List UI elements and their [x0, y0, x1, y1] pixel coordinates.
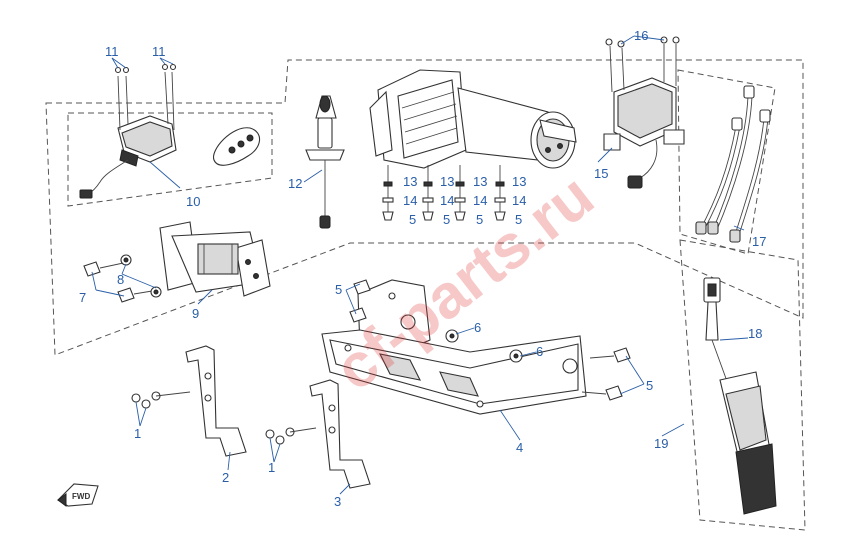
- forward-direction-icon: FWD: [57, 483, 99, 507]
- callout-2: 2: [222, 470, 229, 485]
- callout-11b: 11: [152, 44, 166, 59]
- callout-5c: 5: [476, 212, 483, 227]
- callout-13d: 13: [512, 174, 526, 189]
- callout-5f: 5: [646, 378, 653, 393]
- callout-11a: 11: [105, 44, 119, 59]
- callout-9: 9: [192, 306, 199, 321]
- callout-8: 8: [117, 272, 124, 287]
- fastener-stack-2: [422, 165, 434, 221]
- cable-kit-outline: [677, 69, 776, 255]
- frame-bolts-right: [581, 347, 631, 401]
- bracket-bolts: [131, 391, 317, 445]
- winch-assembly: [369, 69, 577, 169]
- roller-fairlead: [159, 221, 271, 297]
- callout-14c: 14: [473, 193, 487, 208]
- callout-1a: 1: [134, 426, 141, 441]
- callout-13a: 13: [403, 174, 417, 189]
- fastener-stack-4: [494, 165, 506, 221]
- callout-14b: 14: [440, 193, 454, 208]
- callout-10: 10: [186, 194, 200, 209]
- remote-receiver: [79, 63, 177, 199]
- winch-kit-outline: [45, 59, 804, 356]
- fairlead-bolts: [83, 254, 162, 303]
- callout-17: 17: [752, 234, 766, 249]
- callout-5a: 5: [409, 212, 416, 227]
- remote-kit-outline: [67, 112, 273, 207]
- callout-16: 16: [634, 28, 648, 43]
- right-side-bracket: [309, 379, 371, 489]
- callout-15: 15: [594, 166, 608, 181]
- callout-13b: 13: [440, 174, 454, 189]
- callout-labels: 11 11 10 12 13 13 13 13 14 14 14 14 5 5 …: [79, 28, 766, 509]
- callout-18: 18: [748, 326, 762, 341]
- handlebar-winch-switch: [703, 277, 777, 515]
- leader-lines: [91, 35, 749, 495]
- callout-19: 19: [654, 436, 668, 451]
- callout-14a: 14: [403, 193, 417, 208]
- fastener-stack-1: [382, 165, 394, 221]
- callout-12: 12: [288, 176, 302, 191]
- callout-3: 3: [334, 494, 341, 509]
- callout-5b: 5: [443, 212, 450, 227]
- frame-washers: [445, 329, 523, 363]
- winch-contactor: [603, 36, 685, 189]
- callout-14d: 14: [512, 193, 526, 208]
- forward-label: FWD: [72, 492, 90, 501]
- callout-1b: 1: [268, 460, 275, 475]
- remote-key-fob: [213, 127, 261, 166]
- callout-6b: 6: [536, 344, 543, 359]
- callout-13c: 13: [473, 174, 487, 189]
- callout-5e: 5: [335, 282, 342, 297]
- winch-control-plug: [305, 95, 345, 229]
- winch-power-cables: [695, 85, 771, 243]
- left-side-bracket: [185, 345, 247, 457]
- callout-5d: 5: [515, 212, 522, 227]
- callout-7: 7: [79, 290, 86, 305]
- callout-6a: 6: [474, 320, 481, 335]
- callout-4: 4: [516, 440, 523, 455]
- fastener-stack-3: [454, 165, 466, 221]
- winch-fastener-stacks: [382, 165, 506, 221]
